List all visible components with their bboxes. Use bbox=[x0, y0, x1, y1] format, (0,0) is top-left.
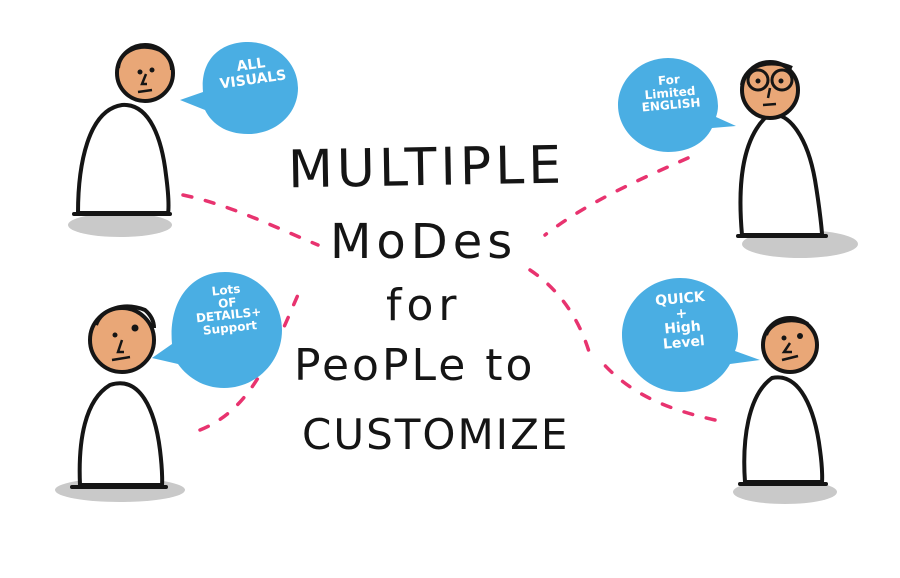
title-line-1: MULTIPLE bbox=[287, 135, 566, 201]
connector-bottom-right bbox=[598, 358, 717, 422]
body bbox=[77, 381, 165, 487]
hair bbox=[764, 318, 809, 336]
speech-bubble bbox=[622, 278, 760, 392]
floor-shadow bbox=[68, 213, 172, 237]
hair bbox=[116, 44, 174, 71]
title-line-4: PeoPLe to bbox=[294, 340, 536, 391]
glasses-right bbox=[770, 68, 794, 92]
title-line-3: for bbox=[386, 280, 462, 331]
speech-bubble bbox=[152, 272, 282, 388]
speech-bubble bbox=[618, 58, 736, 152]
persona-top-right bbox=[618, 58, 858, 258]
title-line-5: CUSTOMIZE bbox=[302, 410, 570, 459]
bubble-text-bottom-right: QUICK + High Level bbox=[654, 288, 706, 353]
speech-bubble bbox=[180, 42, 298, 134]
body bbox=[742, 375, 825, 484]
bubble-text-bottom-left: Lots OF DETAILS+ Support bbox=[195, 281, 262, 338]
persona-bottom-right bbox=[622, 278, 837, 504]
glasses-left bbox=[746, 68, 770, 92]
hair bbox=[94, 304, 156, 329]
title-line-2: MoDes bbox=[330, 214, 518, 270]
connector-top-left bbox=[181, 193, 320, 247]
hair bbox=[740, 61, 793, 86]
persona-bottom-left bbox=[55, 272, 282, 502]
persona-top-left bbox=[68, 42, 298, 237]
body bbox=[738, 112, 824, 237]
connectors bbox=[181, 156, 717, 432]
connector-bottom-left bbox=[198, 288, 302, 432]
body bbox=[76, 102, 171, 215]
connector-center-arc bbox=[528, 268, 592, 357]
connector-top-right bbox=[543, 156, 690, 237]
